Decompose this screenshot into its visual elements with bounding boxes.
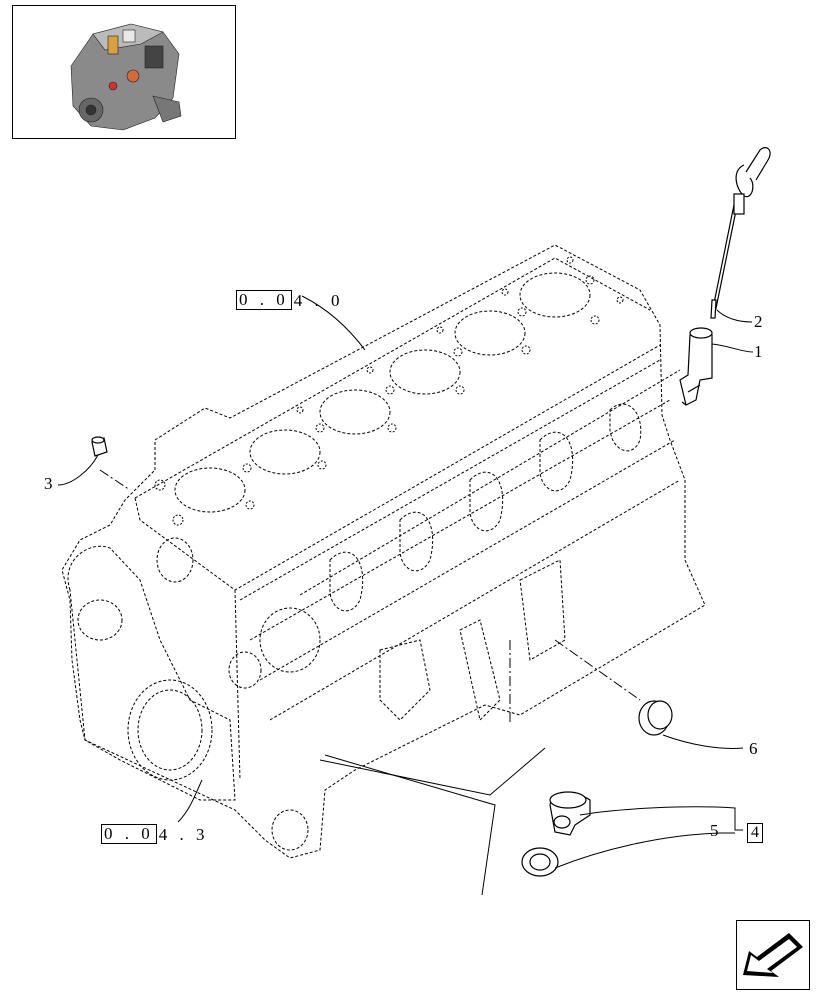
dipstick-tube	[679, 327, 713, 406]
cap	[638, 700, 673, 736]
callout-2[interactable]: 2	[754, 312, 763, 331]
callout-3[interactable]: 3	[44, 474, 53, 493]
ref-bottom[interactable]: 0 . 0 4 . 3	[101, 824, 209, 844]
nav-back-button[interactable]	[736, 920, 810, 990]
ref-bottom-boxed: 0 . 0	[101, 824, 157, 844]
back-arrow-icon	[743, 933, 803, 977]
leader-lines	[57, 295, 754, 869]
ref-top-rest: 4 . 0	[293, 290, 344, 310]
ref-bottom-rest: 4 . 3	[158, 824, 209, 844]
bolt-holes	[154, 256, 624, 526]
ref-top[interactable]: 0 . 0 4 . 0	[236, 290, 344, 310]
ref-4-box[interactable]: 4	[747, 823, 763, 843]
crankcase-details	[329, 403, 642, 721]
callout-5[interactable]: 5	[710, 821, 719, 840]
dipstick	[710, 147, 771, 319]
engine-thumbnail[interactable]	[12, 5, 236, 139]
drain-plug	[549, 791, 591, 836]
guide-lines	[319, 747, 546, 896]
plug	[91, 436, 108, 457]
center-lines	[99, 469, 641, 725]
ref-top-boxed: 0 . 0	[236, 290, 292, 310]
engine-thumbnail-icon	[70, 23, 182, 131]
washer	[521, 847, 559, 877]
cylinder-bores	[174, 272, 591, 513]
callout-6[interactable]: 6	[749, 739, 758, 758]
engine-block-outline	[61, 244, 706, 859]
callout-1[interactable]: 1	[754, 342, 763, 361]
front-cover	[67, 537, 321, 851]
